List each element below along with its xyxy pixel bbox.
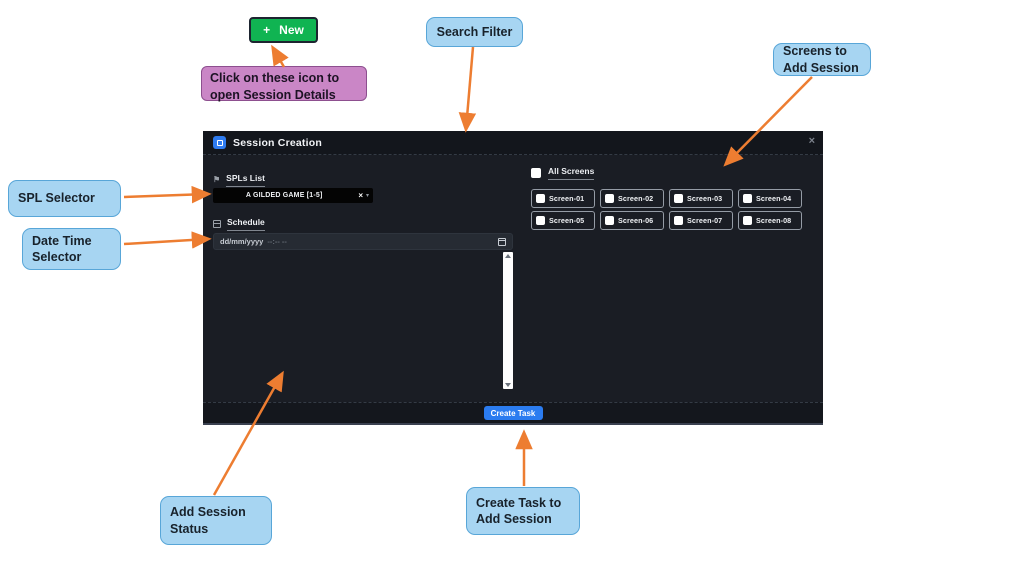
date-placeholder: dd/mm/yyyy <box>220 237 264 246</box>
session-creation-icon <box>213 136 226 149</box>
search-filter-callout: Search Filter <box>426 17 523 47</box>
checkbox-icon[interactable] <box>605 216 614 225</box>
date-time-selector-callout: Date Time Selector <box>22 228 121 270</box>
screen-checkbox-02[interactable]: Screen-02 <box>600 189 664 208</box>
screen-label: Screen-05 <box>549 216 585 225</box>
checkbox-icon[interactable] <box>674 194 683 203</box>
status-scrollbar[interactable] <box>503 252 513 389</box>
screen-label: Screen-06 <box>618 216 654 225</box>
modal-header: Session Creation × <box>203 131 823 155</box>
schedule-label: Schedule <box>213 217 265 231</box>
chevron-down-icon: ▾ <box>365 193 369 199</box>
modal-title: Session Creation <box>233 136 322 149</box>
arrow-to-spl-select <box>123 185 212 204</box>
arrow-to-schedule <box>123 231 212 249</box>
screen-label: Screen-08 <box>756 216 792 225</box>
spl-selected-value: A GILDED GAME [1-5] <box>245 192 323 199</box>
screen-label: Screen-02 <box>618 194 654 203</box>
all-screens-label: All Screens <box>548 166 595 180</box>
scroll-up-icon[interactable] <box>505 254 511 258</box>
checkbox-icon[interactable] <box>605 194 614 203</box>
arrow-to-search-filter <box>458 46 477 133</box>
plus-icon: + <box>263 23 271 37</box>
screen-checkbox-08[interactable]: Screen-08 <box>738 211 802 230</box>
modal-footer: Create Task <box>203 402 823 423</box>
time-placeholder: --:-- -- <box>267 237 287 246</box>
screens-grid: Screen-01 Screen-02 Screen-03 Screen-04 … <box>531 189 807 230</box>
screen-label: Screen-03 <box>687 194 723 203</box>
create-task-button[interactable]: Create Task <box>483 406 543 420</box>
add-session-status-callout: Add Session Status <box>160 496 272 545</box>
scroll-down-icon[interactable] <box>505 383 511 387</box>
checkbox-icon[interactable] <box>531 168 541 178</box>
checkbox-icon[interactable] <box>674 216 683 225</box>
screen-checkbox-01[interactable]: Screen-01 <box>531 189 595 208</box>
screen-label: Screen-01 <box>549 194 585 203</box>
session-creation-modal: Session Creation × ⚑ SPLs List A GILDED … <box>203 131 823 425</box>
checkbox-icon[interactable] <box>536 216 545 225</box>
all-screens-checkbox[interactable]: All Screens <box>531 166 595 180</box>
calendar-icon <box>213 220 221 228</box>
spls-list-label: ⚑ SPLs List <box>213 173 265 187</box>
remove-selection-icon[interactable]: × <box>358 191 363 200</box>
new-button-label: New <box>279 23 304 37</box>
session-details-note: Click on these icon to open Session Deta… <box>201 66 367 102</box>
spl-selector-callout: SPL Selector <box>8 180 121 217</box>
screen-label: Screen-07 <box>687 216 723 225</box>
checkbox-icon[interactable] <box>743 194 752 203</box>
arrow-to-new-button <box>271 44 289 68</box>
list-icon: ⚑ <box>213 175 221 184</box>
screen-label: Screen-04 <box>756 194 792 203</box>
screen-checkbox-07[interactable]: Screen-07 <box>669 211 733 230</box>
create-task-callout: Create Task to Add Session <box>466 487 580 535</box>
checkbox-icon[interactable] <box>536 194 545 203</box>
screens-to-add-callout: Screens to Add Session <box>773 43 871 76</box>
spl-select[interactable]: A GILDED GAME [1-5] × ▾ <box>213 188 373 203</box>
checkbox-icon[interactable] <box>743 216 752 225</box>
schedule-datetime-input[interactable]: dd/mm/yyyy --:-- -- <box>213 233 513 250</box>
screen-checkbox-04[interactable]: Screen-04 <box>738 189 802 208</box>
calendar-picker-icon[interactable] <box>498 237 506 246</box>
screen-checkbox-06[interactable]: Screen-06 <box>600 211 664 230</box>
close-icon[interactable]: × <box>808 135 815 147</box>
new-button[interactable]: + New <box>249 17 318 43</box>
screen-checkbox-03[interactable]: Screen-03 <box>669 189 733 208</box>
screen-checkbox-05[interactable]: Screen-05 <box>531 211 595 230</box>
